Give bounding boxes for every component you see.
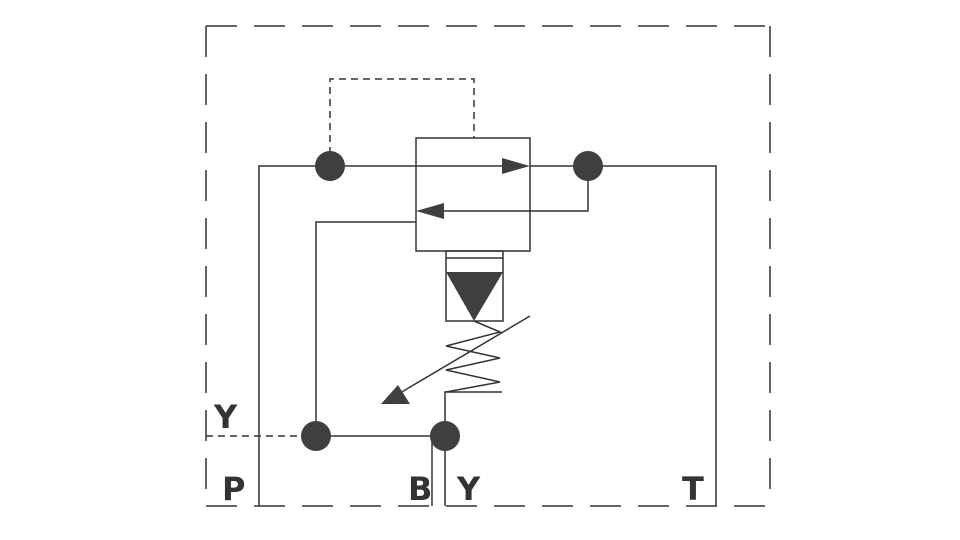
- junction-b-branch: [301, 421, 331, 451]
- pilot-lines: [206, 78, 475, 437]
- p-line: [258, 165, 416, 506]
- main-flow-line: [530, 165, 717, 506]
- valve-actuator: [445, 250, 504, 322]
- junctions: [301, 151, 603, 451]
- port-label-p: P: [222, 470, 245, 508]
- valve-body: [415, 137, 531, 252]
- port-label-y-bottom: Y: [456, 470, 481, 508]
- adjust-arrow-line: [394, 315, 531, 397]
- valve-envelope: [415, 137, 531, 252]
- port-label-y-left: Y: [213, 398, 238, 436]
- port-labels: Y P B Y T: [213, 398, 704, 508]
- b-branch-line: [315, 221, 445, 437]
- adjustable-spring: [381, 315, 531, 404]
- return-arrow-head: [416, 203, 444, 219]
- flow-arrow-head: [502, 158, 530, 174]
- spring-coil: [445, 320, 503, 393]
- port-label-b: B: [408, 470, 432, 508]
- junction-pilot: [315, 151, 345, 181]
- junction-spring: [430, 421, 460, 451]
- enclosure-outline: [205, 25, 771, 507]
- actuator-triangle: [446, 272, 503, 321]
- adjust-arrow-head: [381, 385, 410, 404]
- port-label-t: T: [682, 470, 704, 508]
- pilot-line-top: [329, 78, 475, 166]
- junction-return: [573, 151, 603, 181]
